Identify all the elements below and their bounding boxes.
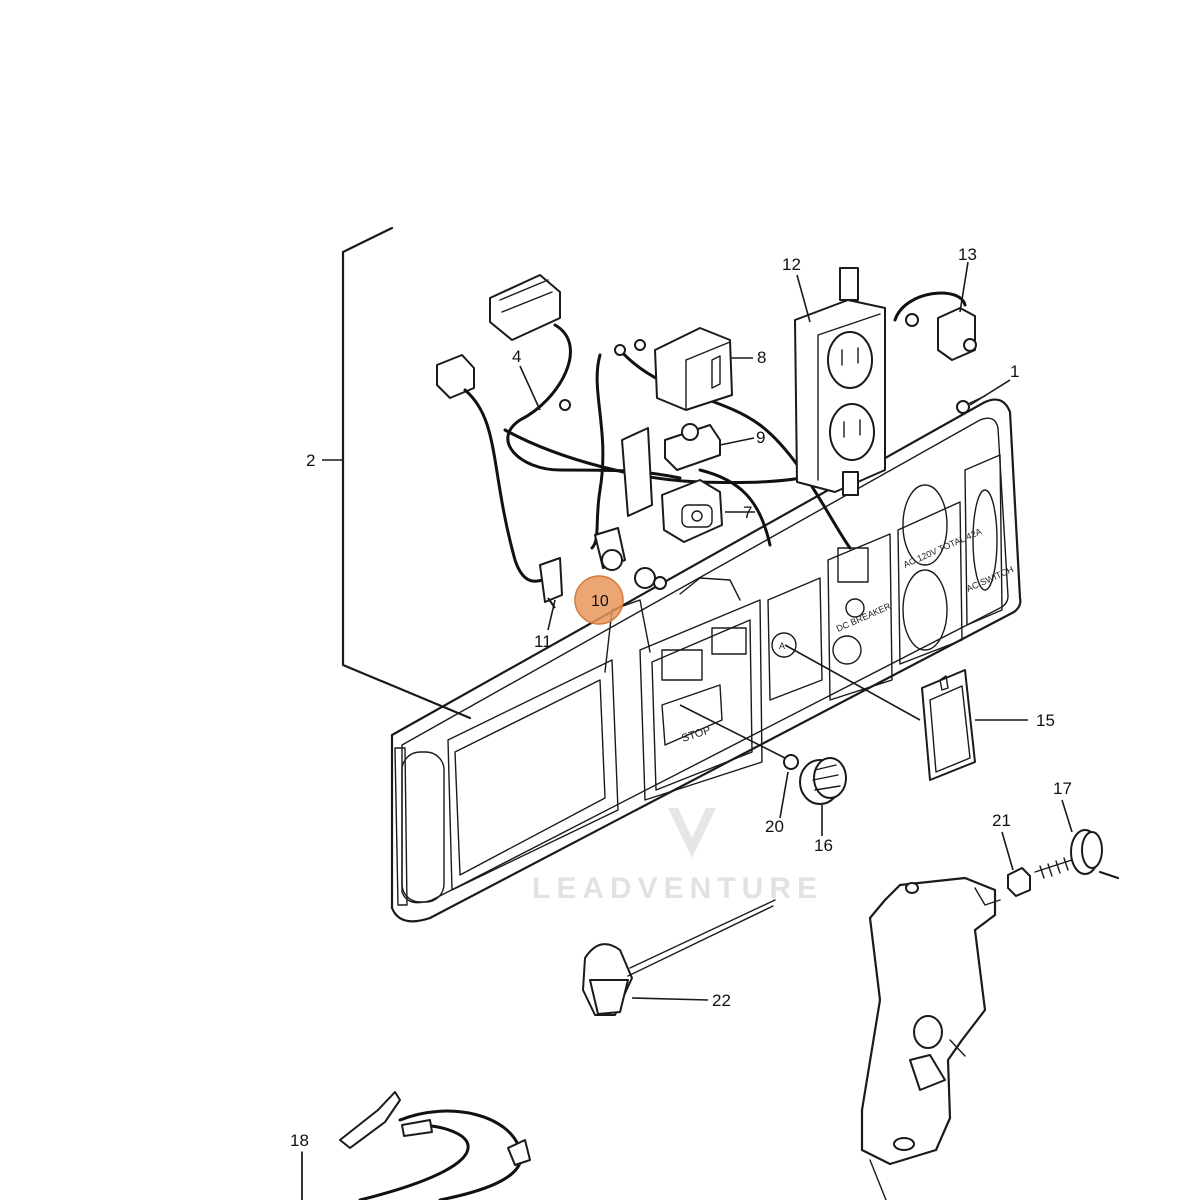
arrow-indicator <box>1098 870 1120 880</box>
callout-7: 7 <box>743 503 752 522</box>
callout-labels: 1 2 4 7 8 9 10 11 12 13 15 16 17 18 20 2… <box>290 245 1072 1150</box>
part-9-rectifier <box>621 423 721 517</box>
ac-total-label: AC 120V TOTAL 42A <box>902 526 983 570</box>
part-10-highlight[interactable] <box>574 575 624 625</box>
watermark-text: LEADVENTURE <box>532 872 823 905</box>
callout-12: 12 <box>782 255 801 274</box>
callout-10: 10 <box>591 593 609 610</box>
callout-9: 9 <box>756 428 765 447</box>
watermark: LEADVENTURE <box>532 808 823 905</box>
mounting-bracket <box>860 876 1001 1200</box>
wiring-harness <box>436 274 967 583</box>
callout-8: 8 <box>757 348 766 367</box>
part-11-bracket <box>539 557 563 609</box>
front-control-panel: A STOP DC BREAKER AC 120V TOTAL 42A AC S… <box>390 398 1022 923</box>
callout-15: 15 <box>1036 711 1055 730</box>
callout-16: 16 <box>814 836 833 855</box>
watermark-logo-icon <box>668 808 716 858</box>
part-13-switch <box>937 307 977 361</box>
part-18-clip-leads <box>301 1091 531 1200</box>
callout-18: 18 <box>290 1131 309 1150</box>
part-15-cover <box>921 669 976 781</box>
assembly-bracket <box>341 226 472 720</box>
callout-13: 13 <box>958 245 977 264</box>
callout-20: 20 <box>765 817 784 836</box>
part-10-breaker <box>594 527 667 590</box>
part-8-transformer <box>654 327 733 411</box>
part-16-knob <box>799 757 847 805</box>
part-7-dc-socket <box>661 479 723 543</box>
svg-text:A: A <box>779 641 785 651</box>
part-17-bolt <box>1034 829 1103 879</box>
callout-2: 2 <box>306 451 315 470</box>
part-12-ac-outlet <box>794 267 886 496</box>
callout-1: 1 <box>1010 362 1019 381</box>
leader-lines <box>301 261 1073 1200</box>
callout-17: 17 <box>1053 779 1072 798</box>
part-21-nut <box>1007 867 1031 897</box>
part-20-washer <box>783 754 799 770</box>
stop-label: STOP <box>680 724 712 745</box>
callout-22: 22 <box>712 991 731 1010</box>
part-22-cap <box>582 899 776 1016</box>
callout-4: 4 <box>512 347 521 366</box>
callout-11: 11 <box>534 632 552 651</box>
callout-21: 21 <box>992 811 1011 830</box>
